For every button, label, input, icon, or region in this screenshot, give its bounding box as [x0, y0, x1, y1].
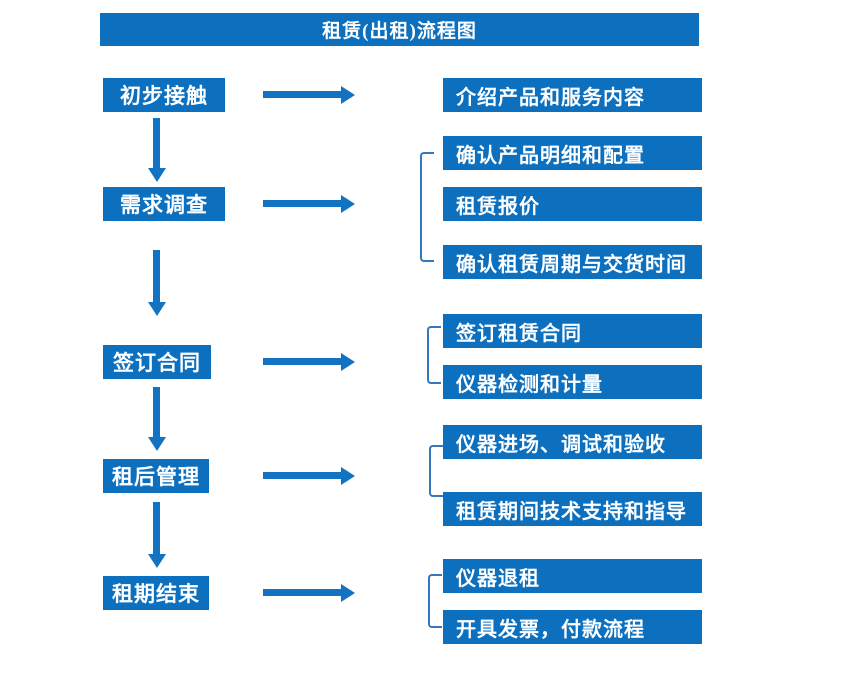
down-arrow-head-icon: [148, 437, 166, 451]
stage-box-sign-contract: 签订合同: [103, 345, 211, 379]
stage-box-lease-end: 租期结束: [103, 576, 209, 610]
stage-box-initial-contact: 初步接触: [103, 78, 225, 112]
right-arrow-connector-2: [263, 195, 355, 213]
group-bracket-lease-end: [428, 574, 442, 628]
down-arrow-shaft: [153, 502, 160, 554]
right-arrow-head-icon: [341, 86, 355, 104]
right-arrow-shaft: [263, 91, 341, 98]
detail-box-confirm-lease-period: 确认租赁周期与交货时间: [443, 245, 702, 279]
detail-box-instrument-testing: 仪器检测和计量: [443, 365, 702, 399]
group-bracket-demand-survey: [420, 152, 434, 262]
down-arrow-connector-4: [148, 502, 166, 568]
right-arrow-head-icon: [341, 584, 355, 602]
down-arrow-connector-3: [148, 387, 166, 451]
down-arrow-connector-1: [148, 118, 166, 182]
stage-box-post-rental-management: 租后管理: [103, 459, 209, 493]
flowchart-title: 租赁(出租)流程图: [100, 13, 699, 46]
detail-box-rental-quotation: 租赁报价: [443, 187, 702, 221]
detail-box-tech-support: 租赁期间技术支持和指导: [443, 492, 702, 526]
down-arrow-head-icon: [148, 168, 166, 182]
right-arrow-shaft: [263, 589, 341, 596]
detail-box-invoice-payment: 开具发票，付款流程: [443, 610, 702, 644]
right-arrow-head-icon: [341, 467, 355, 485]
down-arrow-connector-2: [148, 250, 166, 316]
right-arrow-head-icon: [341, 195, 355, 213]
down-arrow-shaft: [153, 250, 160, 302]
down-arrow-head-icon: [148, 302, 166, 316]
down-arrow-shaft: [153, 118, 160, 168]
right-arrow-shaft: [263, 472, 341, 479]
detail-box-instrument-setup-acceptance: 仪器进场、调试和验收: [443, 425, 702, 459]
right-arrow-connector-4: [263, 467, 355, 485]
right-arrow-connector-1: [263, 86, 355, 104]
detail-box-confirm-product-config: 确认产品明细和配置: [443, 136, 702, 170]
group-bracket-sign-contract: [427, 326, 441, 384]
right-arrow-head-icon: [341, 353, 355, 371]
detail-box-introduce-products: 介绍产品和服务内容: [443, 78, 702, 112]
right-arrow-shaft: [263, 200, 341, 207]
right-arrow-connector-3: [263, 353, 355, 371]
right-arrow-shaft: [263, 358, 341, 365]
group-bracket-post-rental: [429, 445, 443, 497]
down-arrow-shaft: [153, 387, 160, 437]
detail-box-instrument-return: 仪器退租: [443, 559, 702, 593]
right-arrow-connector-5: [263, 584, 355, 602]
down-arrow-head-icon: [148, 554, 166, 568]
detail-box-sign-rental-contract: 签订租赁合同: [443, 314, 702, 348]
stage-box-demand-survey: 需求调查: [103, 187, 225, 221]
